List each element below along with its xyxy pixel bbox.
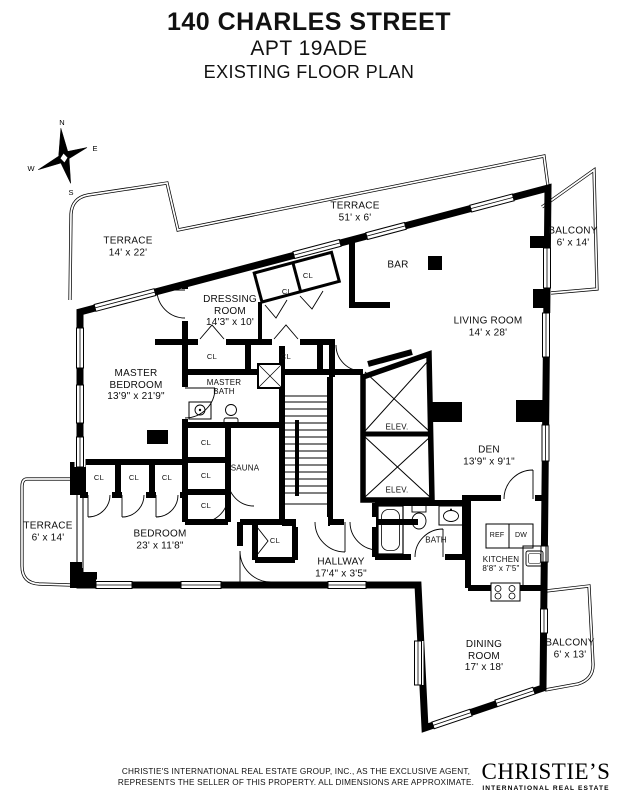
apartment-number: APT 19ADE [250, 37, 368, 60]
terrace-outlines [20, 154, 599, 692]
closet-label: CL [206, 352, 218, 361]
room-label-elevator-1: ELEV. [385, 422, 409, 432]
bar-closets [252, 250, 342, 304]
windows [74, 192, 553, 731]
title-block: 140 CHARLES STREET APT 19ADE EXISTING FL… [0, 8, 618, 83]
room-label-sauna: SAUNA [230, 463, 260, 473]
compass-e: E [92, 144, 97, 153]
page-title: 140 CHARLES STREET [166, 8, 452, 36]
exterior-walls [70, 183, 552, 733]
compass-n: N [59, 118, 64, 127]
room-label-ref: REF [489, 532, 505, 539]
brand-logo: CHRISTIE’S INTERNATIONAL REAL ESTATE [482, 760, 611, 793]
brand-subtitle: INTERNATIONAL REAL ESTATE [482, 785, 610, 792]
compass-s: S [68, 188, 73, 197]
disclaimer: CHRISTIE'S INTERNATIONAL REAL ESTATE GRO… [118, 766, 474, 788]
closet-label: CL [200, 438, 212, 447]
disclaimer-line-1: CHRISTIE'S INTERNATIONAL REAL ESTATE GRO… [121, 767, 471, 776]
elevator-shaft [360, 350, 435, 503]
closet-label: CL [161, 473, 173, 482]
door-openings [88, 289, 535, 562]
stairs [283, 395, 331, 505]
brand-name: CHRISTIE’S [481, 759, 611, 784]
room-label-elevator-2: ELEV. [385, 485, 409, 495]
closet-label: CL [128, 473, 140, 482]
columns [147, 236, 547, 444]
fixtures [188, 363, 547, 602]
room-label-dw: DW [514, 532, 528, 539]
closet-label: CL [200, 471, 212, 480]
room-label-bath: BATH [425, 535, 447, 545]
closet-label: CL [269, 536, 281, 545]
disclaimer-line-2: REPRESENTS THE SELLER OF THIS PROPERTY. … [117, 778, 475, 787]
compass-icon: N E S W [27, 118, 97, 197]
door-swings [87, 289, 534, 583]
closet-label: CL [93, 473, 105, 482]
compass-w: W [27, 164, 35, 173]
plan-subtitle: EXISTING FLOOR PLAN [203, 62, 415, 82]
closet-label: CL [200, 501, 212, 510]
closet-label: CL [281, 287, 293, 296]
closet-label: CL [302, 271, 314, 280]
closet-label: CL [280, 352, 292, 361]
room-label-bar: BAR [387, 259, 409, 271]
